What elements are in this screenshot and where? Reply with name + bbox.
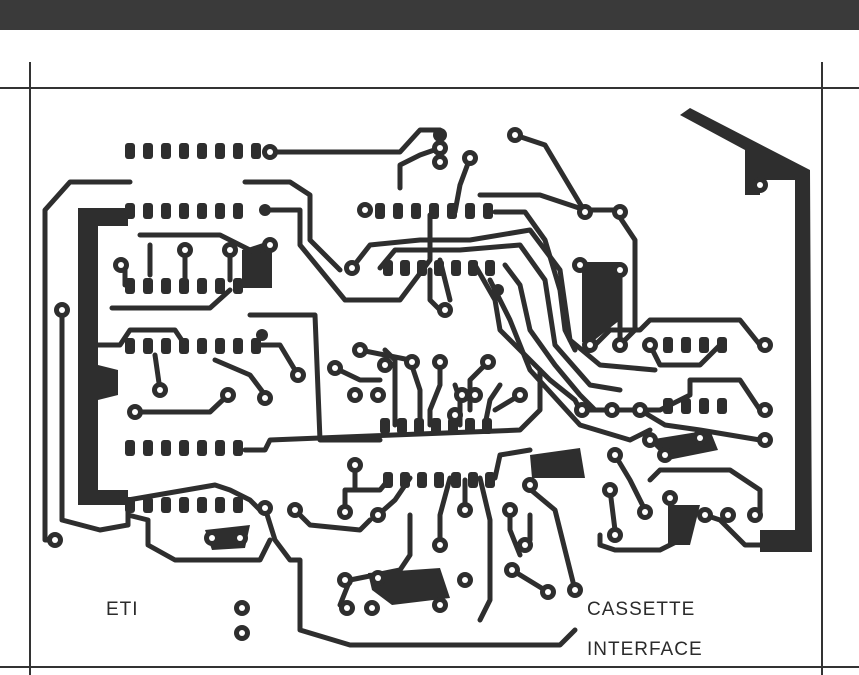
trace xyxy=(592,317,763,348)
trace xyxy=(482,382,503,428)
pour-right-wedge xyxy=(582,262,620,342)
trace xyxy=(109,287,233,311)
trace xyxy=(95,327,188,348)
ic-u3-pads xyxy=(125,278,243,294)
ic-u5-pads xyxy=(125,440,243,456)
title-label-line1: CASSETTE xyxy=(587,599,696,620)
trace xyxy=(262,207,433,303)
trace xyxy=(492,209,578,353)
trace xyxy=(252,342,301,378)
trace xyxy=(437,475,453,548)
trace xyxy=(357,347,423,423)
ic-u4-pads xyxy=(125,338,261,354)
trace xyxy=(212,357,268,398)
trace xyxy=(137,232,263,258)
ic-u11-pads xyxy=(663,337,727,353)
pour-bottom-center xyxy=(368,568,450,605)
trace xyxy=(427,359,443,428)
trace xyxy=(292,507,373,533)
trace xyxy=(242,179,343,273)
trace xyxy=(132,392,231,415)
ic-u2-pads xyxy=(125,203,243,219)
ic-u12-pads xyxy=(663,398,727,414)
trace xyxy=(397,145,443,191)
trace xyxy=(125,512,273,563)
component-pads xyxy=(47,127,773,641)
maker-label: ETI xyxy=(106,599,139,620)
trace xyxy=(452,155,473,215)
trace xyxy=(382,347,398,428)
trace xyxy=(522,482,578,593)
trace xyxy=(472,262,583,413)
trace xyxy=(242,367,543,453)
trace xyxy=(125,482,263,513)
ic-pad-rows xyxy=(125,143,727,513)
trace xyxy=(59,307,131,533)
trace xyxy=(492,447,533,481)
trace xyxy=(377,242,623,393)
trace xyxy=(349,227,658,373)
pour-bottom-right xyxy=(668,505,700,545)
ic-u8-pads xyxy=(383,260,495,276)
trace xyxy=(597,532,683,553)
trace xyxy=(262,505,578,648)
ground-plane-right xyxy=(680,108,812,552)
header-band xyxy=(0,0,859,30)
trace xyxy=(337,512,413,608)
trace xyxy=(512,132,588,215)
ic-u1-pads xyxy=(125,143,261,159)
ground-plane-left xyxy=(78,208,128,505)
trace xyxy=(612,452,648,513)
trace xyxy=(477,475,493,623)
trace xyxy=(487,277,653,443)
trace xyxy=(502,262,598,413)
pour-mid-right xyxy=(530,448,585,478)
ic-u7-pads xyxy=(375,203,493,219)
trace xyxy=(647,342,723,368)
board-frame xyxy=(0,62,859,675)
copper-traces xyxy=(42,127,773,648)
title-label-line2: INTERFACE xyxy=(587,639,703,660)
ic-u10-pads xyxy=(383,472,495,488)
trace xyxy=(637,407,763,443)
trace xyxy=(267,127,443,155)
trace xyxy=(247,312,383,443)
trace xyxy=(647,467,763,518)
trace xyxy=(332,365,383,383)
pour-left-bulge xyxy=(98,365,118,400)
ic-u6-pads xyxy=(125,497,243,513)
pad-holes xyxy=(52,132,768,636)
